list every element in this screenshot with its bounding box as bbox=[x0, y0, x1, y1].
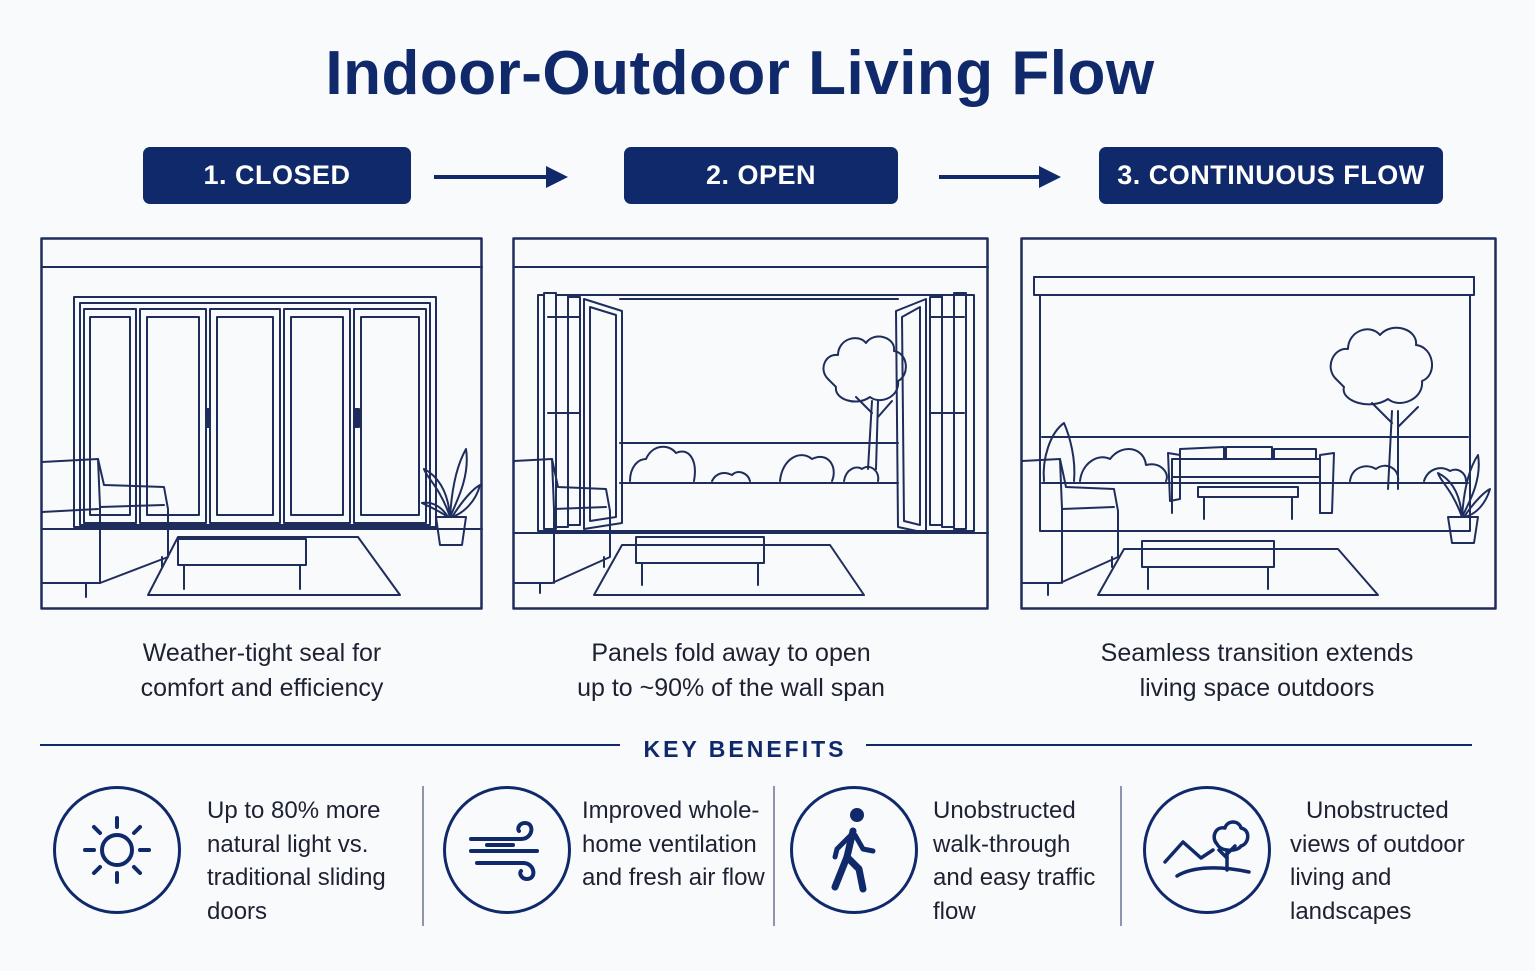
key-benefits-heading: KEY BENEFITS bbox=[643, 736, 847, 762]
open-doors-illustration bbox=[512, 237, 989, 610]
benefit-line: living and bbox=[1290, 864, 1392, 891]
step-continuous-flow-badge: 3. CONTINUOUS FLOW bbox=[1099, 147, 1443, 204]
caption-line: Weather-tight seal for bbox=[142, 639, 382, 667]
benefit-line: views of outdoor bbox=[1290, 830, 1465, 858]
caption-line: living space outdoors bbox=[1139, 674, 1375, 702]
benefit-line: doors bbox=[207, 897, 268, 925]
divider-right bbox=[866, 744, 1472, 746]
benefit-divider bbox=[422, 786, 424, 926]
caption-line: comfort and efficiency bbox=[140, 674, 384, 702]
landscape-icon bbox=[1143, 786, 1271, 914]
page-title: Indoor-Outdoor Living Flow bbox=[325, 39, 1155, 108]
benefit-line: Improved whole- bbox=[582, 797, 760, 824]
benefit-line: Unobstructed bbox=[1306, 797, 1449, 824]
benefit-walk-through: Unobstructed walk-through and easy traff… bbox=[933, 794, 1113, 928]
sun-icon bbox=[53, 786, 181, 914]
benefit-line: Up to 80% more bbox=[207, 797, 381, 824]
arrow-right-icon bbox=[434, 166, 568, 188]
continuous-flow-caption: Seamless transition extends living space… bbox=[1052, 636, 1462, 706]
step-open-badge: 2. OPEN bbox=[624, 147, 898, 204]
wind-icon bbox=[443, 786, 571, 914]
open-caption: Panels fold away to open up to ~90% of t… bbox=[526, 636, 936, 706]
caption-line: Seamless transition extends bbox=[1100, 639, 1414, 667]
continuous-flow-illustration bbox=[1020, 237, 1497, 610]
benefit-divider bbox=[1120, 786, 1122, 926]
step-closed-badge: 1. CLOSED bbox=[143, 147, 411, 204]
benefit-line: walk-through bbox=[933, 830, 1071, 858]
benefit-line: and easy traffic bbox=[933, 864, 1096, 891]
benefit-line: and fresh air flow bbox=[582, 864, 765, 891]
closed-caption: Weather-tight seal for comfort and effic… bbox=[62, 636, 462, 706]
caption-line: Panels fold away to open bbox=[591, 639, 871, 667]
closed-doors-illustration bbox=[40, 237, 483, 610]
arrow-right-icon bbox=[939, 166, 1061, 188]
benefit-line: landscapes bbox=[1290, 897, 1412, 925]
benefit-line: Unobstructed bbox=[933, 797, 1076, 824]
benefit-ventilation: Improved whole- home ventilation and fre… bbox=[582, 794, 772, 895]
benefit-line: home ventilation bbox=[582, 830, 757, 858]
benefit-line: traditional sliding bbox=[207, 864, 386, 891]
caption-line: up to ~90% of the wall span bbox=[577, 674, 885, 702]
benefit-line: flow bbox=[933, 897, 976, 925]
benefit-natural-light: Up to 80% more natural light vs. traditi… bbox=[207, 794, 412, 928]
benefit-views: Unobstructed views of outdoor living and… bbox=[1290, 794, 1490, 928]
divider-left bbox=[40, 744, 620, 746]
walking-person-icon bbox=[790, 786, 918, 914]
benefit-divider bbox=[773, 786, 775, 926]
benefit-line: natural light vs. bbox=[207, 830, 369, 858]
